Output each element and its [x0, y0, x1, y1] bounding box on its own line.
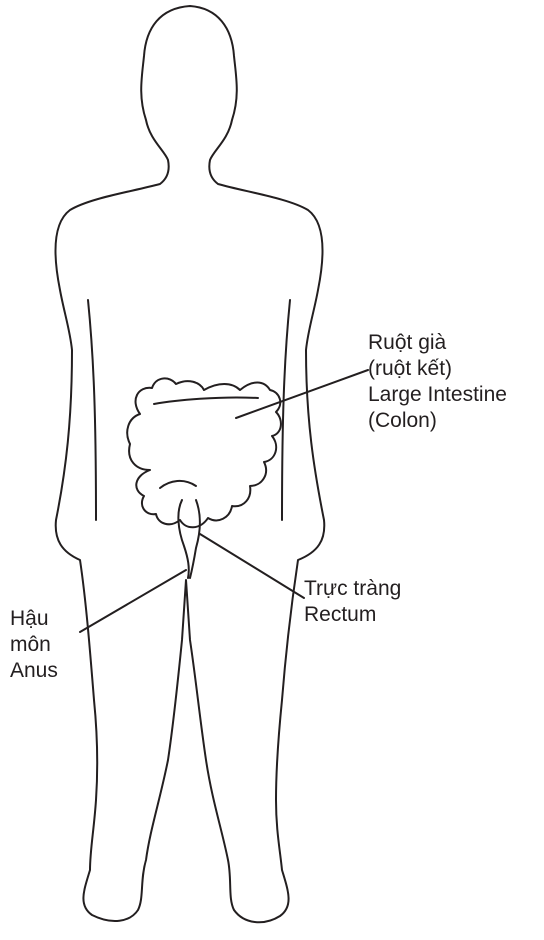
anus-label-line-2: môn [10, 632, 58, 658]
large-intestine-label-line-4: (Colon) [368, 408, 507, 434]
rectum-label-line-2: Rectum [304, 602, 401, 628]
left-arm-inner-line [88, 300, 96, 520]
large-intestine-label-line-1: Ruột già [368, 330, 507, 356]
large-intestine-label-line-3: Large Intestine [368, 382, 507, 408]
colon-inner-fold [160, 481, 196, 488]
right-arm-inner-line [282, 300, 290, 520]
large-intestine-label-line-2: (ruột kết) [368, 356, 507, 382]
rectum-leader-line [200, 534, 304, 598]
anus-label-line-3: Anus [10, 658, 58, 684]
colon-icon [127, 378, 281, 527]
anus-label-line-1: Hậu [10, 606, 58, 632]
colon-inner-line [154, 397, 258, 404]
anus-leader-line [80, 570, 186, 632]
rectum-label: Trực tràng Rectum [304, 576, 401, 628]
rectum-label-line-1: Trực tràng [304, 576, 401, 602]
rectum-icon [178, 500, 199, 578]
anus-label: Hậu môn Anus [10, 606, 58, 684]
colon-leader-line [236, 370, 368, 418]
large-intestine-label: Ruột già (ruột kết) Large Intestine (Col… [368, 330, 507, 434]
